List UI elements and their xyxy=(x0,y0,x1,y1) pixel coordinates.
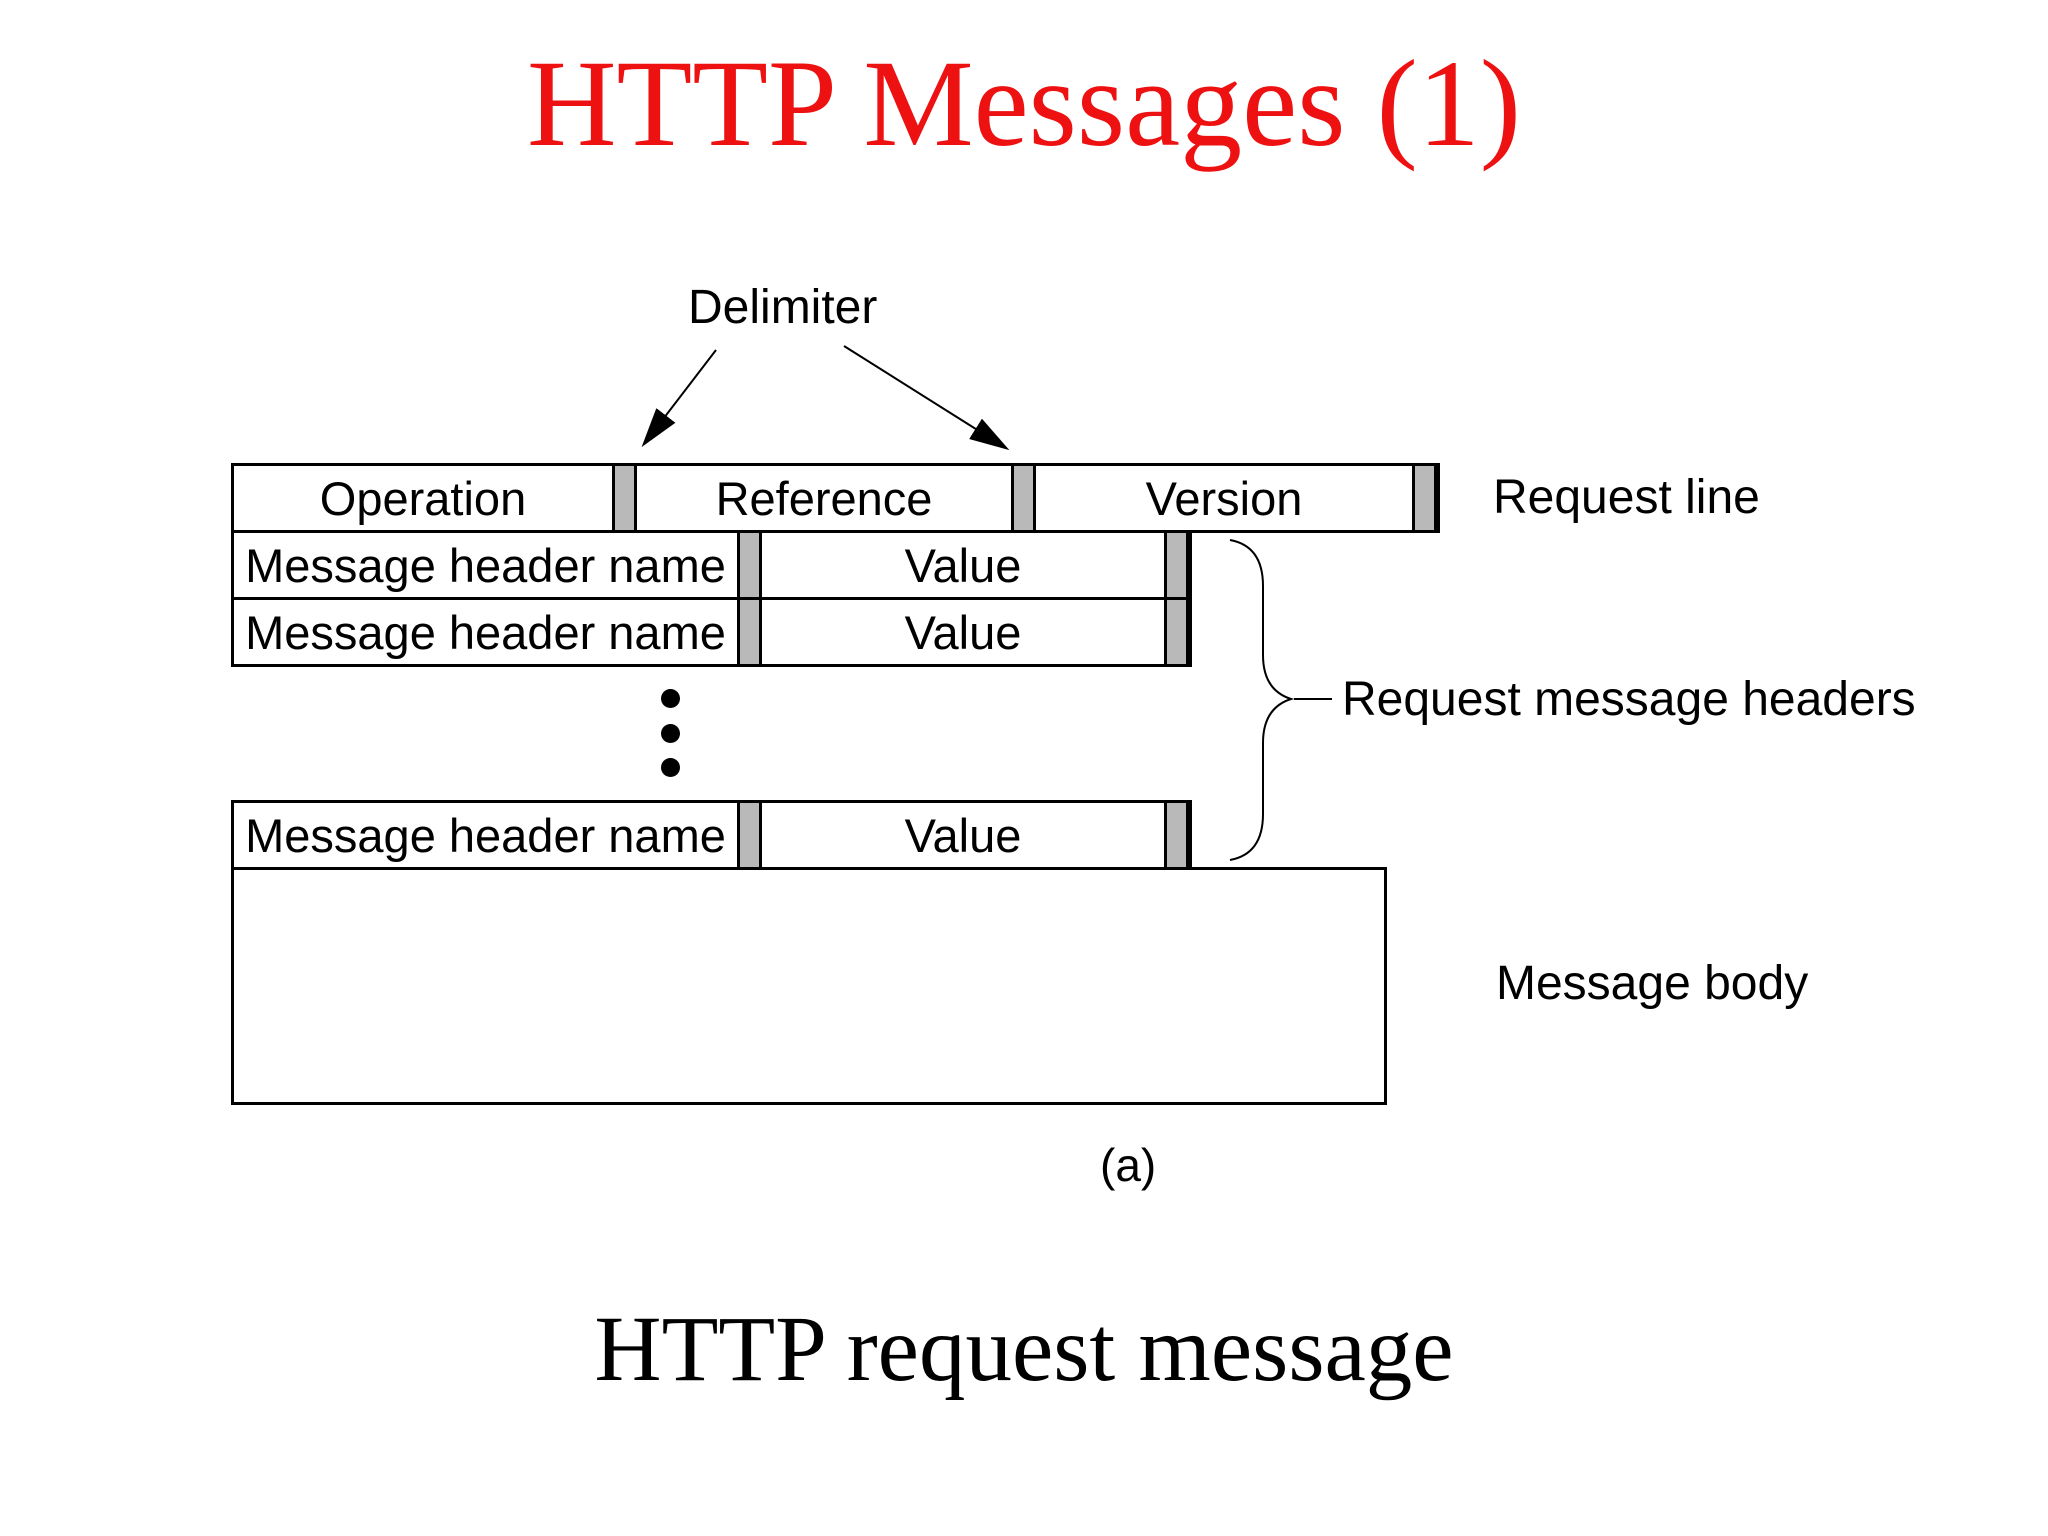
message-header-row: Message header name Value xyxy=(231,800,1192,870)
version-cell: Version xyxy=(1145,471,1303,525)
header-value-cell: Value xyxy=(904,538,1022,592)
header-value-cell: Value xyxy=(904,808,1022,862)
ellipsis-dot xyxy=(661,758,680,777)
header-name-cell: Message header name xyxy=(245,538,726,592)
delimiter-block xyxy=(612,466,637,530)
message-body-label: Message body xyxy=(1496,956,1809,1010)
message-header-row: Message header name Value xyxy=(231,597,1192,667)
header-name-cell: Message header name xyxy=(245,605,726,659)
request-message-headers-label: Request message headers xyxy=(1342,672,1916,726)
ellipsis-dot xyxy=(661,724,680,743)
slide-caption: HTTP request message xyxy=(594,1298,1454,1401)
headers-brace xyxy=(1229,539,1295,861)
delimiter-block xyxy=(1412,466,1437,530)
message-body-box xyxy=(231,867,1387,1105)
delimiter-block xyxy=(1164,533,1189,597)
delimiter-arrow-left xyxy=(641,349,717,448)
request-line-row: Operation Reference Version xyxy=(231,463,1440,533)
request-line-label: Request line xyxy=(1493,470,1760,524)
operation-cell: Operation xyxy=(319,471,527,525)
delimiter-block xyxy=(1011,466,1036,530)
figure-label: (a) xyxy=(1100,1139,1157,1191)
header-name-cell: Message header name xyxy=(245,808,726,862)
page-title: HTTP Messages (1) xyxy=(526,35,1522,172)
delimiter-block xyxy=(1164,803,1189,867)
header-value-cell: Value xyxy=(904,605,1022,659)
message-header-row: Message header name Value xyxy=(231,530,1192,600)
reference-cell: Reference xyxy=(715,471,933,525)
delimiter-block xyxy=(737,533,762,597)
delimiter-block xyxy=(737,600,762,664)
delimiter-label: Delimiter xyxy=(688,281,878,334)
delimiter-arrow-right xyxy=(843,345,1010,451)
ellipsis-dot xyxy=(661,689,680,708)
delimiter-block xyxy=(737,803,762,867)
delimiter-block xyxy=(1164,600,1189,664)
